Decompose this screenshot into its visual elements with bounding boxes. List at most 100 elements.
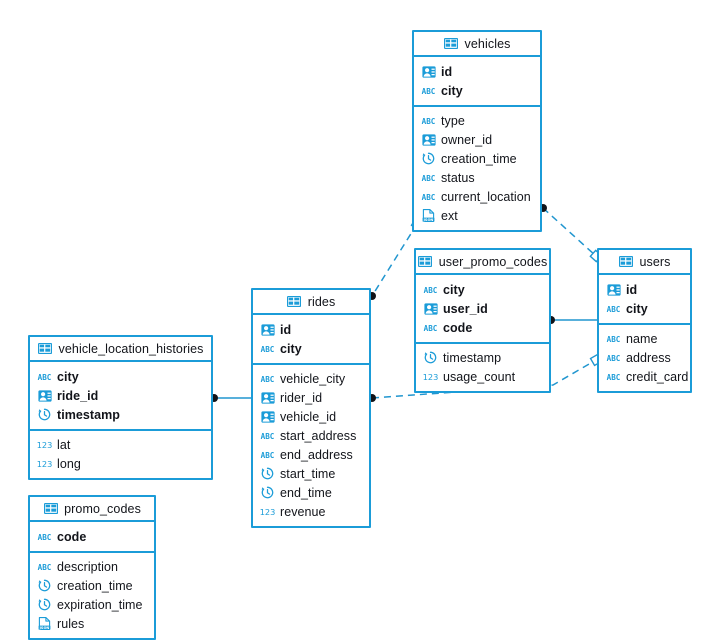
id-card-icon bbox=[37, 389, 52, 403]
field-creation_time[interactable]: creation_time bbox=[30, 576, 154, 595]
key-field-city[interactable]: ABC city bbox=[414, 81, 540, 100]
field-label: status bbox=[441, 170, 475, 185]
field-start_time[interactable]: start_time bbox=[253, 464, 369, 483]
relationship-edge-vehicles-rides[interactable] bbox=[371, 223, 418, 297]
entity-title: user_promo_codes bbox=[438, 254, 548, 269]
json-document-icon: JSON bbox=[421, 209, 436, 223]
field-label: credit_card bbox=[626, 369, 689, 384]
field-label: start_time bbox=[280, 466, 336, 481]
entity-header-vehicle_location_histories[interactable]: vehicle_location_histories bbox=[30, 337, 211, 362]
field-label: start_address bbox=[280, 428, 357, 443]
field-end_time[interactable]: end_time bbox=[253, 483, 369, 502]
field-label: expiration_time bbox=[57, 597, 143, 612]
field-rider_id[interactable]: rider_id bbox=[253, 388, 369, 407]
field-address[interactable]: ABC address bbox=[599, 348, 690, 367]
field-timestamp[interactable]: timestamp bbox=[416, 348, 549, 367]
abc-text-icon: ABC bbox=[606, 332, 621, 346]
field-label: city bbox=[57, 369, 79, 384]
clock-icon bbox=[423, 351, 438, 365]
field-revenue[interactable]: 123 revenue bbox=[253, 502, 369, 521]
id-card-icon bbox=[423, 302, 438, 316]
field-vehicle_id[interactable]: vehicle_id bbox=[253, 407, 369, 426]
key-field-user_id[interactable]: user_id bbox=[416, 299, 549, 318]
field-label: end_address bbox=[280, 447, 353, 462]
field-label: id bbox=[626, 282, 638, 297]
abc-text-icon: ABC bbox=[260, 342, 275, 356]
key-field-city[interactable]: ABC city bbox=[416, 280, 549, 299]
table-grid-icon bbox=[37, 342, 52, 355]
field-label: id bbox=[280, 322, 292, 337]
svg-text:ABC: ABC bbox=[607, 305, 621, 314]
entity-header-promo_codes[interactable]: promo_codes bbox=[30, 497, 154, 522]
entity-header-users[interactable]: users bbox=[599, 250, 690, 275]
field-label: city bbox=[443, 282, 465, 297]
key-field-id[interactable]: id bbox=[414, 62, 540, 81]
field-name[interactable]: ABC name bbox=[599, 329, 690, 348]
id-card-icon bbox=[421, 133, 436, 147]
field-label: usage_count bbox=[443, 369, 516, 384]
field-label: name bbox=[626, 331, 658, 346]
table-grid-icon bbox=[444, 37, 459, 50]
field-owner_id[interactable]: owner_id bbox=[414, 130, 540, 149]
field-label: city bbox=[441, 83, 463, 98]
abc-text-icon: ABC bbox=[37, 530, 52, 544]
svg-text:JSON: JSON bbox=[39, 626, 50, 630]
svg-text:ABC: ABC bbox=[422, 193, 436, 202]
clock-icon bbox=[37, 408, 52, 422]
field-label: end_time bbox=[280, 485, 332, 500]
field-label: address bbox=[626, 350, 671, 365]
entity-header-rides[interactable]: rides bbox=[253, 290, 369, 315]
123-number-icon: 123 bbox=[260, 505, 275, 519]
field-label: creation_time bbox=[441, 151, 517, 166]
key-field-ride_id[interactable]: ride_id bbox=[30, 386, 211, 405]
clock-icon bbox=[421, 152, 436, 166]
key-field-id[interactable]: id bbox=[253, 320, 369, 339]
field-label: rider_id bbox=[280, 390, 323, 405]
field-label: revenue bbox=[280, 504, 326, 519]
field-expiration_time[interactable]: expiration_time bbox=[30, 595, 154, 614]
table-grid-icon bbox=[418, 255, 433, 268]
svg-text:ABC: ABC bbox=[422, 87, 436, 96]
id-card-icon bbox=[260, 391, 275, 405]
abc-text-icon: ABC bbox=[606, 351, 621, 365]
entity-header-vehicles[interactable]: vehicles bbox=[414, 32, 540, 57]
entity-title: vehicle_location_histories bbox=[58, 341, 204, 356]
field-creation_time[interactable]: creation_time bbox=[414, 149, 540, 168]
field-label: description bbox=[57, 559, 118, 574]
key-field-id[interactable]: id bbox=[599, 280, 690, 299]
svg-text:ABC: ABC bbox=[422, 117, 436, 126]
key-field-timestamp[interactable]: timestamp bbox=[30, 405, 211, 424]
svg-text:ABC: ABC bbox=[424, 286, 438, 295]
entity-header-user_promo_codes[interactable]: user_promo_codes bbox=[416, 250, 549, 275]
table-grid-icon bbox=[43, 502, 58, 515]
